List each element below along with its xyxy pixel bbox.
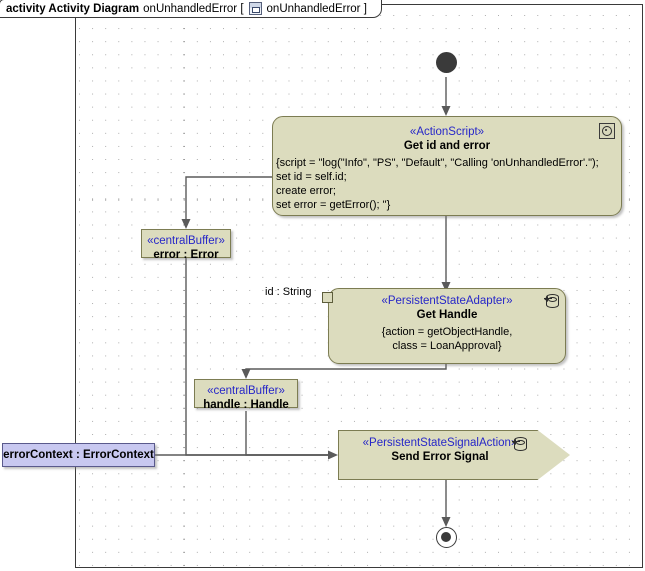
central-buffer-handle[interactable]: «centralBuffer» handle : Handle [194, 379, 298, 411]
initial-node[interactable] [436, 52, 457, 73]
object-node-error-context[interactable]: errorContext : ErrorContext [2, 443, 155, 467]
action-node-get-id-and-error[interactable]: «ActionScript» Get id and error {script … [272, 116, 622, 216]
get-handle-stereotype: «PersistentStateAdapter» [381, 295, 513, 307]
frame-keyword: activity Activity Diagram [6, 2, 140, 15]
grid-background [76, 5, 642, 567]
buffer-handle-title: handle : Handle [203, 399, 289, 411]
signal-node-send-error-signal[interactable]: «PersistentStateSignalAction» Send Error… [338, 430, 570, 480]
error-context-label: errorContext : ErrorContext [3, 449, 154, 461]
database-icon [512, 436, 527, 451]
signal-outline [338, 430, 570, 480]
activity-frame [75, 4, 643, 568]
get-handle-body-line-2: class = LoanApproval} [392, 340, 502, 352]
get-handle-title: Get Handle [416, 309, 478, 321]
action-body-line-1: {script = "log("Info", "PS", "Default", … [276, 157, 599, 169]
action-body-line-4: set error = getError(); "} [276, 199, 391, 211]
input-pin-label-id: id : String [265, 286, 312, 298]
buffer-error-stereotype: «centralBuffer» [147, 235, 225, 247]
action-body-line-2: set id = self.id; [276, 171, 347, 183]
buffer-error-title: error : Error [153, 249, 219, 261]
database-icon [544, 293, 559, 308]
action-node-get-handle[interactable]: «PersistentStateAdapter» Get Handle {act… [328, 288, 566, 364]
frame-title-tab: activity Activity Diagram onUnhandledErr… [0, 0, 382, 18]
script-icon [599, 123, 615, 139]
frame-name-prefix: onUnhandledError [ [143, 2, 244, 15]
frame-name-suffix: onUnhandledError ] [266, 2, 367, 15]
central-buffer-error[interactable]: «centralBuffer» error : Error [141, 229, 231, 261]
buffer-handle-stereotype: «centralBuffer» [207, 385, 285, 397]
diagram-icon [248, 2, 262, 15]
action-stereotype: «ActionScript» [409, 126, 485, 138]
get-handle-body-line-1: {action = getObjectHandle, [381, 326, 513, 338]
activity-final-node[interactable] [436, 527, 457, 548]
action-title: Get id and error [403, 140, 491, 152]
action-body-line-3: create error; [276, 185, 336, 197]
input-pin-id[interactable] [322, 292, 333, 303]
